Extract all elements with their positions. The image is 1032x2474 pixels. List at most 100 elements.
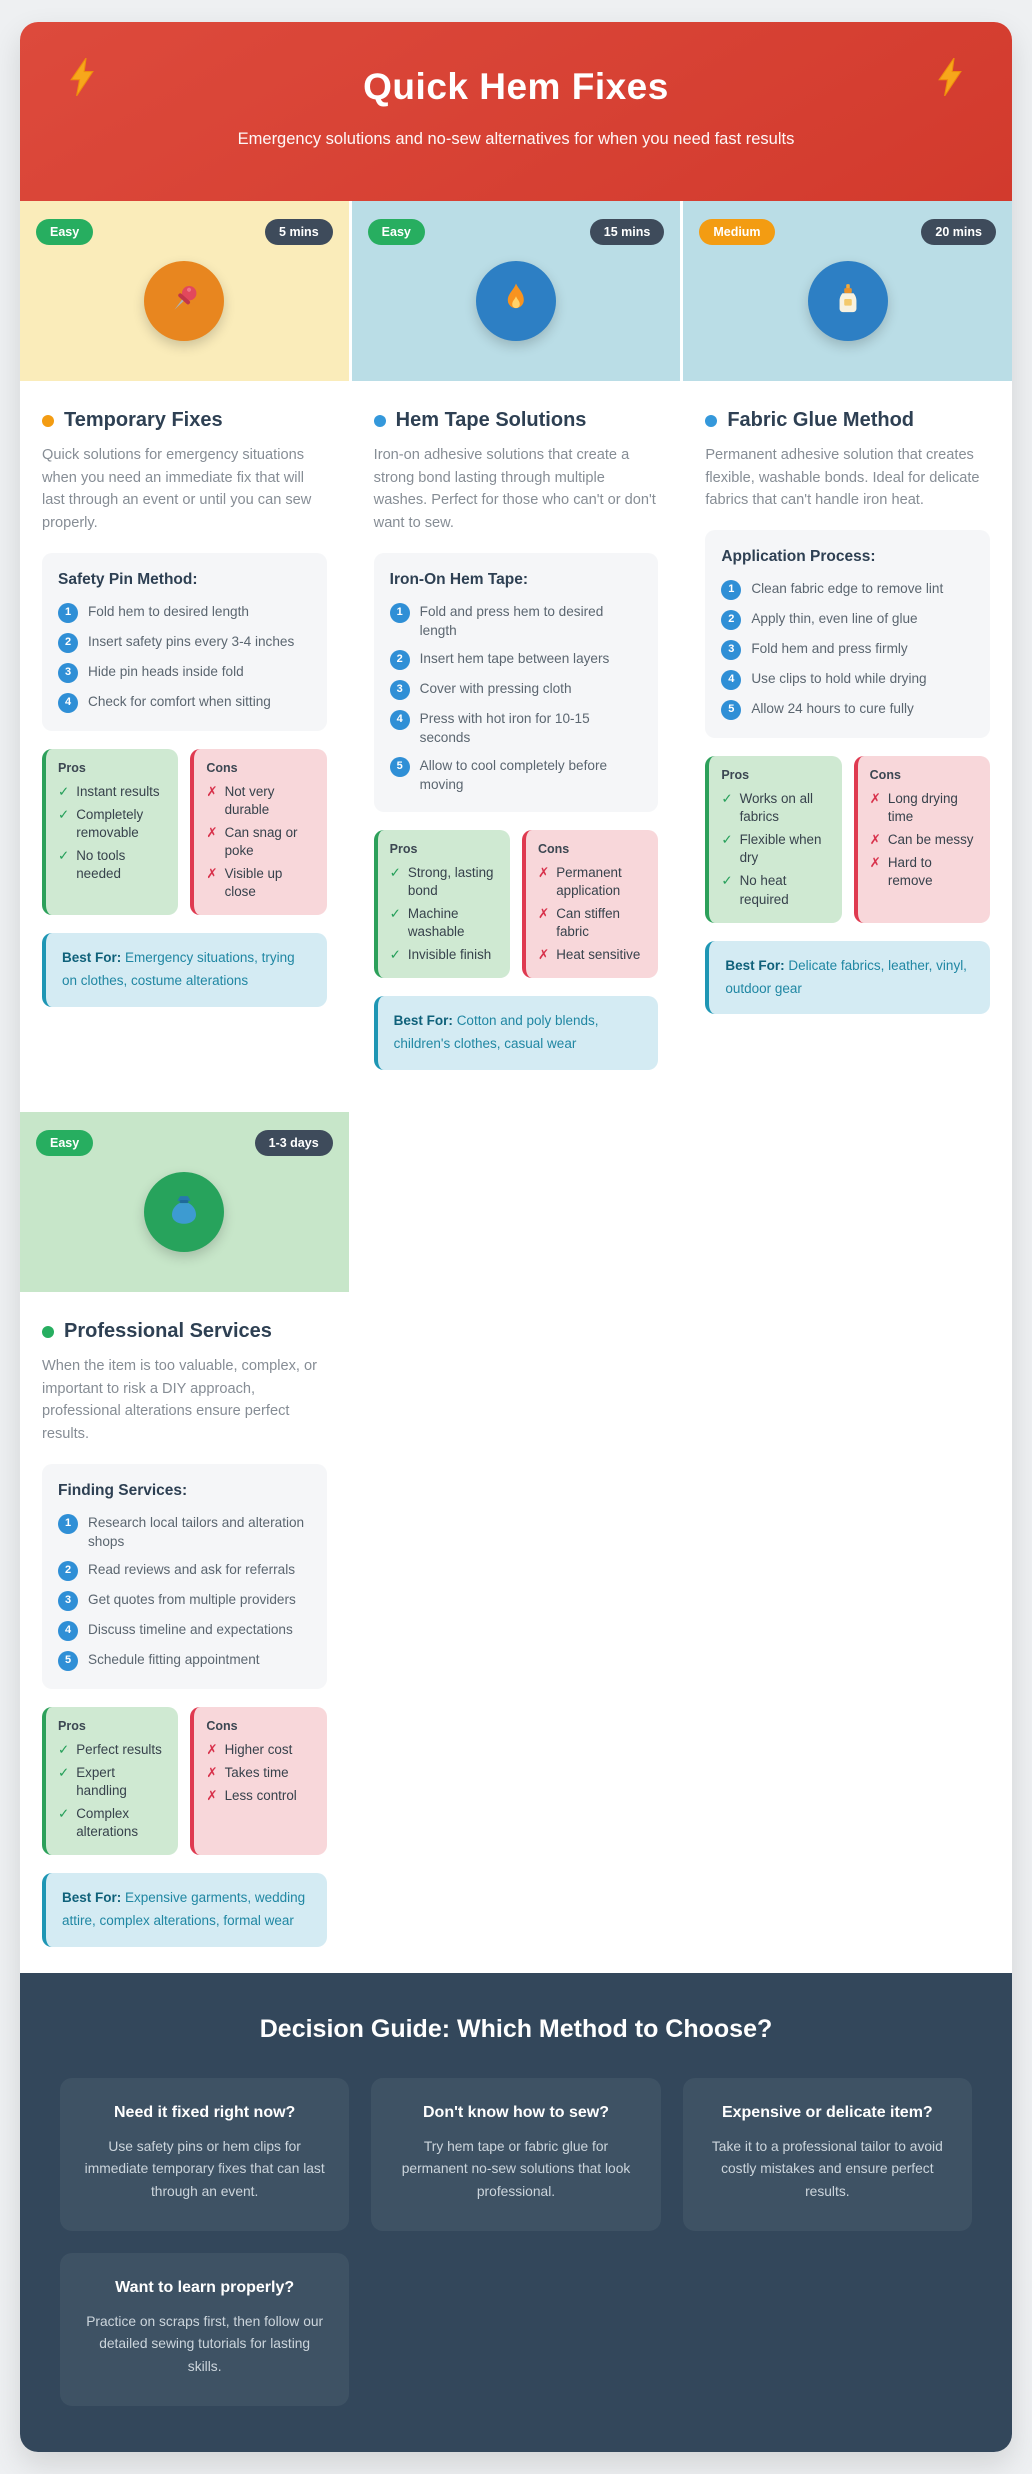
step-text: Insert safety pins every 3-4 inches	[88, 633, 295, 649]
cross-icon: ✗	[537, 864, 550, 880]
pros-label: Pros	[58, 760, 86, 775]
method-icon-circle	[475, 261, 556, 342]
pros-list: ✓Instant results✓Completely removable✓No…	[58, 783, 166, 883]
cross-icon: ✗	[206, 1787, 218, 1803]
list-item: ✗Heat sensitive	[538, 946, 646, 964]
list-item: ✗ Not very durable	[206, 783, 314, 819]
check-icon: ✓	[58, 1764, 70, 1780]
list-item: ✗Long drying time	[870, 790, 978, 826]
decision-guide: Decision Guide: Which Method to Choose? …	[20, 1973, 1012, 2453]
check-icon: ✓	[58, 1805, 70, 1821]
cross-icon: ✗	[869, 855, 881, 871]
step-text: Use clips to hold while drying	[751, 671, 927, 687]
time-badge: 1-3 days	[254, 1130, 333, 1157]
best-for-text: Emergency situations, trying on clothes,…	[62, 950, 295, 989]
pros-cons: Pros ✓Instant results✓Completely removab…	[42, 748, 327, 916]
decision-box: Want to learn properly? Practice on scra…	[60, 2253, 350, 2407]
method-title: Fabric Glue Method	[727, 409, 915, 432]
step-number: 1	[389, 602, 410, 623]
list-item: ✗Less control	[206, 1787, 314, 1805]
list-item: ✓ Works on all fabrics	[721, 790, 829, 826]
list-item: ✗Can snag or poke	[206, 824, 314, 860]
list-item-text: Invisible finish	[407, 947, 492, 963]
list-item: ✓ No heat required	[721, 872, 829, 908]
list-item: ✓ No tools needed	[58, 847, 166, 883]
best-for-text: Delicate fabrics, leather, vinyl, outdoo…	[725, 957, 967, 996]
decision-box-text: Try hem tape or fabric glue for permanen…	[401, 2139, 631, 2199]
step-number: 2	[389, 649, 410, 670]
decision-box-title: Want to learn properly?	[115, 2279, 295, 2297]
cross-icon: ✗	[537, 947, 550, 963]
step-number: 4	[721, 670, 742, 691]
list-item-text: Can be messy	[887, 832, 974, 848]
list-item-text: No tools needed	[76, 847, 126, 882]
lightning-icon	[68, 57, 96, 101]
list-item-text: Visible up close	[224, 866, 283, 900]
step-text: Insert hem tape between layers	[419, 650, 610, 666]
step-item: 4 Use clips to hold while drying	[721, 669, 974, 691]
check-icon: ✓	[721, 873, 733, 889]
method-title: Professional Services	[64, 1320, 272, 1343]
cons-label: Cons	[206, 1718, 238, 1733]
decision-guide-title: Decision Guide: Which Method to Choose?	[259, 2015, 773, 2044]
list-item-text: Works on all fabrics	[739, 791, 813, 825]
pros-box: Pros ✓Perfect results✓Expert handling✓Co…	[42, 1706, 179, 1856]
best-for-box: Best For: Cotton and poly blends, childr…	[373, 996, 659, 1071]
method-card-body: Temporary Fixes Quick solutions for emer…	[20, 381, 349, 1033]
pros-box: Pros ✓Strong, lasting bond✓Machine washa…	[373, 829, 510, 979]
step-text: Allow to cool completely before moving	[419, 757, 608, 792]
list-item-text: Takes time	[224, 1764, 289, 1780]
cons-label: Cons	[206, 760, 238, 775]
check-icon: ✓	[58, 783, 70, 799]
list-item-text: No heat required	[739, 873, 789, 907]
list-item: ✓Completely removable	[58, 806, 166, 842]
list-item-text: Not very durable	[224, 783, 275, 817]
cross-icon: ✗	[206, 783, 218, 799]
time-badge: 5 mins	[265, 219, 333, 246]
list-item-text: Higher cost	[224, 1741, 293, 1757]
step-text: Read reviews and ask for referrals	[88, 1561, 296, 1577]
method-title: Temporary Fixes	[64, 409, 223, 432]
pros-list: ✓Strong, lasting bond✓Machine washable✓I…	[390, 864, 498, 964]
method-card: Medium 20 mins Fabric Glue	[683, 201, 1012, 1097]
best-for-label: Best For:	[62, 1890, 122, 1906]
pros-list: ✓ Works on all fabrics ✓ Flexible when dry ✓…	[721, 790, 829, 909]
fire-icon	[496, 279, 536, 324]
step-number: 3	[58, 662, 78, 683]
step-text: Clean fabric edge to remove lint	[751, 581, 944, 597]
step-text: Fold hem to desired length	[88, 603, 249, 619]
pros-label: Pros	[389, 841, 418, 856]
step-text: Get quotes from multiple providers	[88, 1591, 296, 1607]
check-icon: ✓	[389, 864, 401, 880]
steps-list: 1 Fold and press hem to desired length 2 In…	[389, 602, 643, 794]
pros-cons: Pros ✓Works on all fabrics✓Flexible when…	[705, 756, 990, 923]
check-icon: ✓	[721, 791, 733, 807]
list-item-text: Machine washable	[407, 906, 465, 940]
pros-label: Pros	[58, 1718, 86, 1733]
step-text: Hide pin heads inside fold	[88, 663, 244, 679]
method-title-row: Temporary Fixes	[42, 409, 327, 432]
steps-title: Finding Services:	[58, 1481, 188, 1499]
cons-label: Cons	[537, 841, 570, 856]
list-item-text: Long drying time	[887, 791, 958, 825]
list-item-text: Flexible when dry	[739, 832, 822, 866]
decision-box-text: Take it to a professional tailor to avoi…	[711, 2139, 943, 2199]
step-item: 1 Fold and press hem to desired length	[389, 602, 643, 640]
list-item: ✗Permanent application	[538, 864, 646, 900]
step-text: Fold and press hem to desired length	[419, 603, 604, 638]
check-icon: ✓	[58, 1741, 70, 1757]
list-item-text: Can snag or poke	[224, 824, 298, 858]
check-icon: ✓	[58, 847, 70, 863]
method-card-body: Professional Services When the item is t…	[20, 1292, 349, 1973]
card-title-dot	[42, 414, 54, 427]
